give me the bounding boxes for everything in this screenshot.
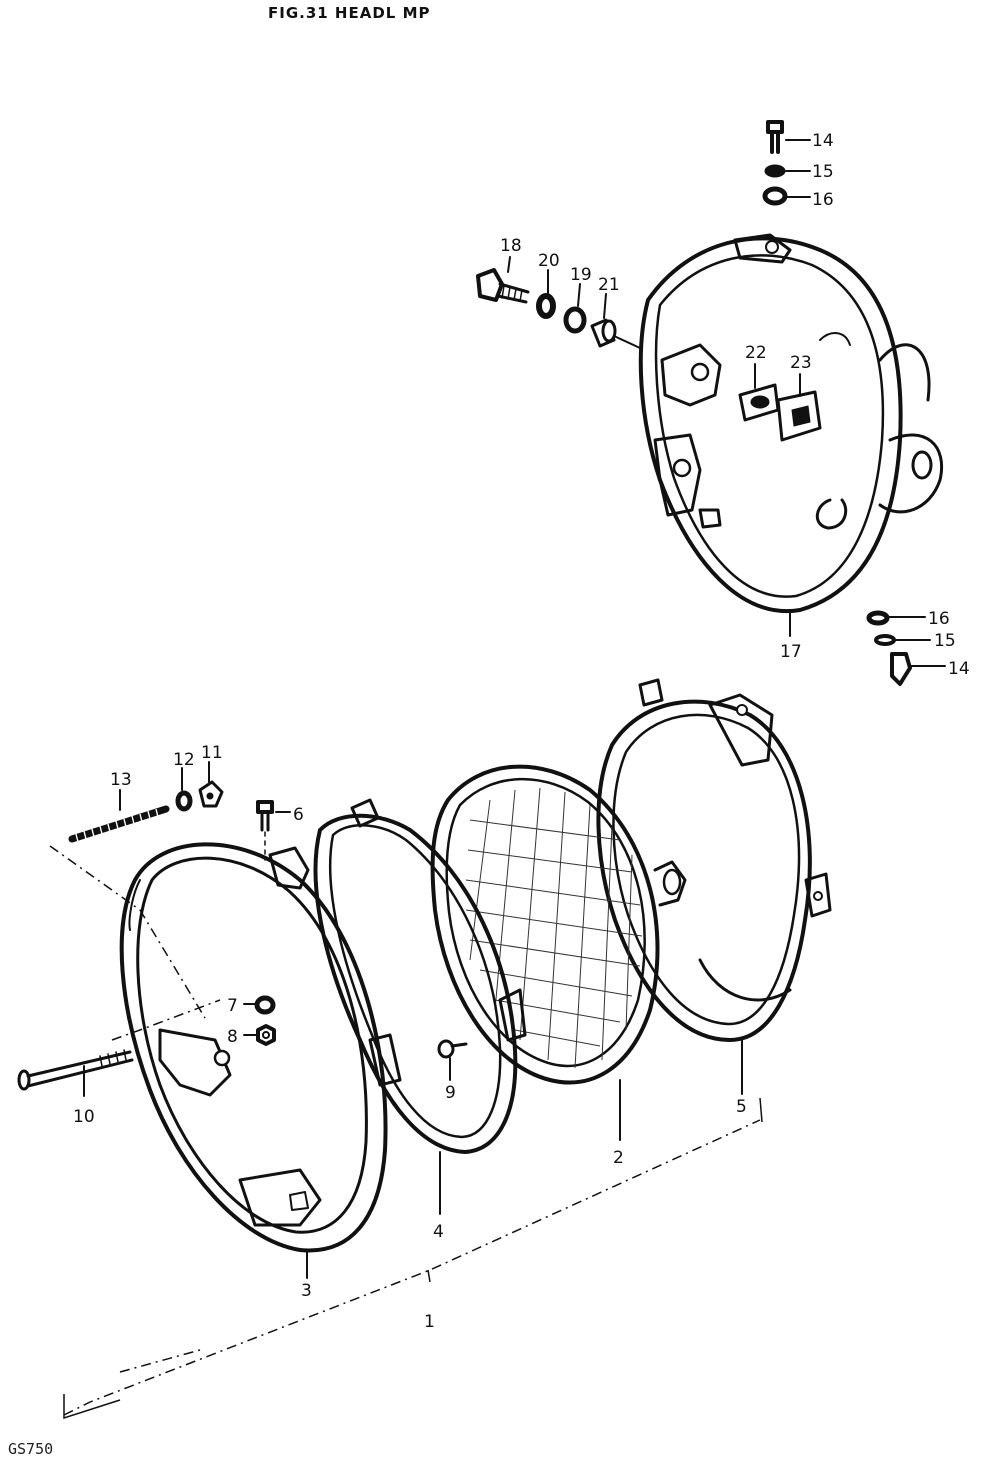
figure-title: FIG.31 HEADL MP bbox=[268, 4, 431, 22]
callout-5: 5 bbox=[736, 1097, 747, 1117]
callout-12: 12 bbox=[173, 750, 195, 770]
spring-seat-12 bbox=[175, 790, 193, 812]
adjusting-nut-11 bbox=[198, 780, 224, 808]
lock-washer-20 bbox=[536, 293, 556, 319]
callout-23: 23 bbox=[790, 353, 812, 373]
callout-1: 1 bbox=[424, 1312, 435, 1332]
trim-ring-3 bbox=[119, 842, 388, 1253]
spacer-21 bbox=[590, 318, 617, 348]
callout-19: 19 bbox=[570, 265, 592, 285]
assembly-lines bbox=[49, 845, 763, 1420]
callout-3: 3 bbox=[301, 1281, 312, 1301]
washer-19 bbox=[563, 306, 587, 334]
callout-22: 22 bbox=[745, 343, 767, 363]
callout-6: 6 bbox=[293, 805, 304, 825]
screw-6 bbox=[256, 800, 274, 832]
callout-7: 7 bbox=[227, 996, 238, 1016]
callout-11: 11 bbox=[201, 743, 223, 763]
callout-4: 4 bbox=[433, 1222, 444, 1242]
callout-14-bottom: 14 bbox=[948, 659, 970, 679]
sealed-beam-unit-2 bbox=[430, 764, 687, 1085]
washer-16-top bbox=[762, 186, 788, 206]
nut-7 bbox=[254, 995, 276, 1015]
callout-21: 21 bbox=[598, 275, 620, 295]
screw-9 bbox=[437, 1039, 468, 1059]
callout-15-bottom: 15 bbox=[934, 631, 956, 651]
model-code: GS750 bbox=[8, 1440, 54, 1458]
callout-9: 9 bbox=[445, 1083, 456, 1103]
bolt-14-top bbox=[766, 120, 784, 154]
callout-2: 2 bbox=[613, 1148, 624, 1168]
spring-13 bbox=[68, 805, 170, 843]
callout-14-top: 14 bbox=[812, 131, 834, 151]
callout-15-top: 15 bbox=[812, 162, 834, 182]
headlamp-case-5 bbox=[596, 678, 832, 1042]
callout-8: 8 bbox=[227, 1027, 238, 1047]
callout-10: 10 bbox=[73, 1107, 95, 1127]
callout-16-bottom: 16 bbox=[928, 609, 950, 629]
callout-18: 18 bbox=[500, 236, 522, 256]
washer-16-bottom bbox=[866, 610, 890, 626]
callout-20: 20 bbox=[538, 251, 560, 271]
lock-washer-15-bottom bbox=[874, 634, 896, 646]
lock-washer-15-top bbox=[764, 164, 786, 178]
adjusting-screw-10 bbox=[17, 1049, 134, 1091]
bolt-14-bottom bbox=[890, 652, 912, 686]
callout-labels: 1 2 3 4 5 6 7 8 9 10 11 12 13 14 15 16 1… bbox=[73, 131, 970, 1332]
housing-bolt-18 bbox=[476, 268, 530, 304]
callout-16-top: 16 bbox=[812, 190, 834, 210]
callout-13: 13 bbox=[110, 770, 132, 790]
headlamp-housing bbox=[638, 233, 943, 614]
callout-17: 17 bbox=[780, 642, 802, 662]
nut-8 bbox=[256, 1024, 276, 1046]
